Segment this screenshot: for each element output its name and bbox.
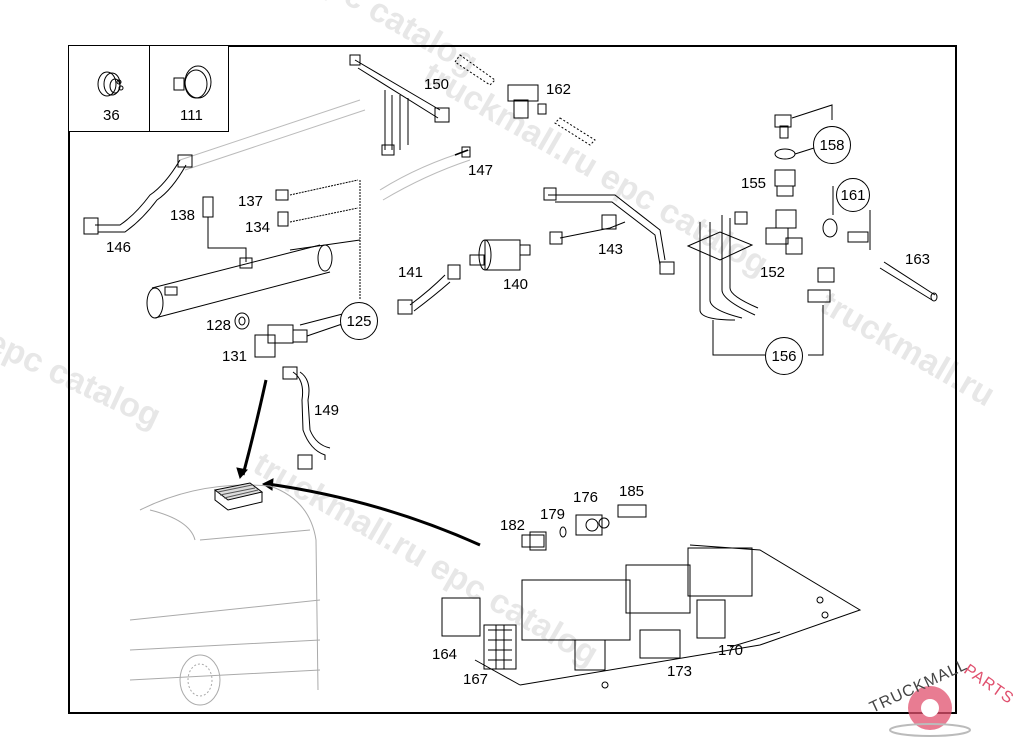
part-label-140[interactable]: 140 bbox=[503, 276, 529, 293]
part-162-drawing bbox=[454, 54, 596, 146]
part-150-drawing bbox=[349, 54, 450, 156]
part-label-146[interactable]: 146 bbox=[106, 239, 132, 256]
part-label: 36 bbox=[103, 107, 120, 124]
diagram-frame bbox=[68, 45, 957, 714]
part-label-128[interactable]: 128 bbox=[206, 317, 232, 334]
part-140-drawing bbox=[469, 239, 531, 271]
part-143-drawing bbox=[543, 187, 675, 275]
part-label-143[interactable]: 143 bbox=[598, 241, 624, 258]
part-label-134[interactable]: 134 bbox=[245, 219, 271, 236]
part-label-155[interactable]: 155 bbox=[741, 175, 767, 192]
part-label-137[interactable]: 137 bbox=[238, 193, 264, 210]
circled-label-156[interactable]: 156 bbox=[765, 337, 803, 375]
part-152-drawing bbox=[765, 209, 803, 255]
part-141-drawing bbox=[397, 264, 461, 315]
part-label: 111 bbox=[180, 107, 203, 124]
part-label-141[interactable]: 141 bbox=[398, 264, 424, 281]
part-label-170[interactable]: 170 bbox=[718, 642, 744, 659]
part-label-131[interactable]: 131 bbox=[222, 348, 248, 365]
part-label-176[interactable]: 176 bbox=[573, 489, 599, 506]
part-label-182[interactable]: 182 bbox=[500, 517, 526, 534]
part-176-drawing bbox=[575, 514, 610, 536]
part-label-152[interactable]: 152 bbox=[760, 264, 786, 281]
part-131-drawing bbox=[254, 322, 346, 358]
part-163-drawing bbox=[879, 261, 938, 302]
inset-part-111[interactable]: 111 bbox=[149, 45, 229, 132]
part-146-drawing bbox=[83, 154, 193, 235]
part-158-drawing bbox=[774, 104, 833, 160]
part-182-drawing bbox=[521, 531, 547, 551]
part-label-149[interactable]: 149 bbox=[314, 402, 340, 419]
gear-logo-icon bbox=[889, 686, 971, 737]
part-label-163[interactable]: 163 bbox=[905, 251, 931, 268]
hatched-module-drawing bbox=[213, 482, 264, 511]
part-label-147[interactable]: 147 bbox=[468, 162, 494, 179]
part-149-drawing bbox=[282, 366, 331, 470]
truckmall-parts-logo: TRUCKMALL PARTS bbox=[860, 656, 1024, 750]
circled-label-125[interactable]: 125 bbox=[340, 302, 378, 340]
cable-clamp-icon bbox=[97, 71, 124, 97]
part-155-drawing bbox=[774, 169, 796, 197]
part-161-drawing bbox=[822, 186, 871, 250]
part-185-drawing bbox=[617, 504, 647, 518]
part-label-173[interactable]: 173 bbox=[667, 663, 693, 680]
part-label-162[interactable]: 162 bbox=[546, 81, 572, 98]
hose-clamp-icon bbox=[173, 65, 212, 99]
part-label-179[interactable]: 179 bbox=[540, 506, 566, 523]
circled-label-158[interactable]: 158 bbox=[813, 126, 851, 164]
part-label-138[interactable]: 138 bbox=[170, 207, 196, 224]
part-label-185[interactable]: 185 bbox=[619, 483, 645, 500]
part-label-150[interactable]: 150 bbox=[424, 76, 450, 93]
part-156-drawing bbox=[686, 211, 835, 356]
electrical-board-drawing bbox=[441, 544, 862, 689]
truck-body-drawing bbox=[129, 484, 321, 706]
part-label-167[interactable]: 167 bbox=[463, 671, 489, 688]
part-cylinder-drawing bbox=[146, 244, 333, 319]
part-label-164[interactable]: 164 bbox=[432, 646, 458, 663]
part-179-drawing bbox=[559, 526, 567, 538]
inset-part-36[interactable]: 36 bbox=[68, 45, 150, 132]
circled-label-161[interactable]: 161 bbox=[836, 178, 870, 212]
